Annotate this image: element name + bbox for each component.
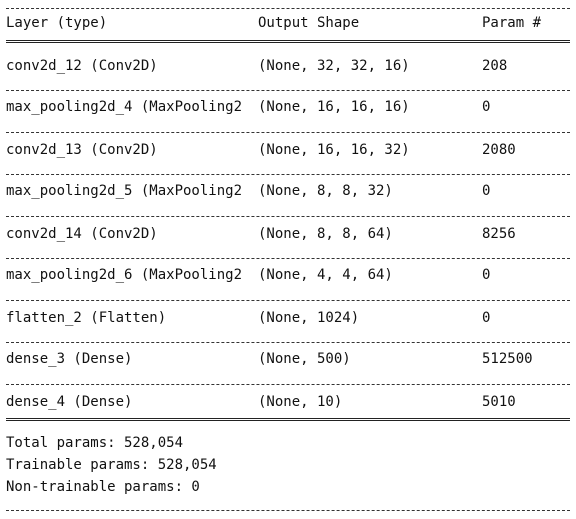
row-separator bbox=[6, 300, 570, 301]
layer-name: flatten_2 (Flatten) bbox=[6, 310, 167, 326]
output-shape: (None, 10) bbox=[258, 394, 343, 410]
output-shape: (None, 16, 16, 32) bbox=[258, 142, 410, 158]
layer-name: max_pooling2d_4 (MaxPooling2 bbox=[6, 99, 243, 115]
param-count: 208 bbox=[482, 58, 508, 74]
row-separator bbox=[6, 258, 570, 259]
table-row: conv2d_13 (Conv2D) (None, 16, 16, 32) 20… bbox=[6, 141, 570, 159]
layer-name: dense_4 (Dense) bbox=[6, 394, 133, 410]
table-row: dense_4 (Dense) (None, 10) 5010 bbox=[6, 393, 570, 411]
param-count: 0 bbox=[482, 267, 491, 283]
table-row: conv2d_14 (Conv2D) (None, 8, 8, 64) 8256 bbox=[6, 225, 570, 243]
table-row: conv2d_12 (Conv2D) (None, 32, 32, 16) 20… bbox=[6, 57, 570, 75]
separator-summary bbox=[6, 418, 570, 421]
layer-name: conv2d_14 (Conv2D) bbox=[6, 226, 158, 242]
param-count: 0 bbox=[482, 183, 491, 199]
layer-name: max_pooling2d_5 (MaxPooling2 bbox=[6, 183, 243, 199]
trainable-params: Trainable params: 528,054 bbox=[6, 457, 217, 473]
param-count: 512500 bbox=[482, 351, 533, 367]
row-separator bbox=[6, 132, 570, 133]
row-separator bbox=[6, 216, 570, 217]
output-shape: (None, 32, 32, 16) bbox=[258, 58, 410, 74]
table-row: dense_3 (Dense) (None, 500) 512500 bbox=[6, 350, 570, 368]
row-separator bbox=[6, 174, 570, 175]
row-separator bbox=[6, 384, 570, 385]
separator-header bbox=[6, 40, 570, 43]
layer-name: conv2d_13 (Conv2D) bbox=[6, 142, 158, 158]
row-separator bbox=[6, 342, 570, 343]
layer-name: conv2d_12 (Conv2D) bbox=[6, 58, 158, 74]
param-count: 0 bbox=[482, 310, 491, 326]
separator-bottom bbox=[6, 510, 570, 511]
param-count: 2080 bbox=[482, 142, 516, 158]
layer-name: dense_3 (Dense) bbox=[6, 351, 133, 367]
header-output-shape: Output Shape bbox=[258, 15, 360, 31]
output-shape: (None, 1024) bbox=[258, 310, 360, 326]
non-trainable-params: Non-trainable params: 0 bbox=[6, 479, 200, 495]
output-shape: (None, 4, 4, 64) bbox=[258, 267, 393, 283]
table-row: flatten_2 (Flatten) (None, 1024) 0 bbox=[6, 309, 570, 327]
output-shape: (None, 8, 8, 64) bbox=[258, 226, 393, 242]
table-row: max_pooling2d_6 (MaxPooling2 (None, 4, 4… bbox=[6, 266, 570, 284]
table-header: Layer (type) Output Shape Param # bbox=[6, 14, 570, 32]
total-params: Total params: 528,054 bbox=[6, 435, 184, 451]
separator-top bbox=[6, 8, 570, 9]
output-shape: (None, 8, 8, 32) bbox=[258, 183, 393, 199]
output-shape: (None, 500) bbox=[258, 351, 351, 367]
header-params: Param # bbox=[482, 15, 542, 31]
param-count: 8256 bbox=[482, 226, 516, 242]
header-layer: Layer (type) bbox=[6, 15, 108, 31]
output-shape: (None, 16, 16, 16) bbox=[258, 99, 410, 115]
table-row: max_pooling2d_4 (MaxPooling2 (None, 16, … bbox=[6, 98, 570, 116]
param-count: 5010 bbox=[482, 394, 516, 410]
table-row: max_pooling2d_5 (MaxPooling2 (None, 8, 8… bbox=[6, 182, 570, 200]
row-separator bbox=[6, 90, 570, 91]
param-count: 0 bbox=[482, 99, 491, 115]
layer-name: max_pooling2d_6 (MaxPooling2 bbox=[6, 267, 243, 283]
